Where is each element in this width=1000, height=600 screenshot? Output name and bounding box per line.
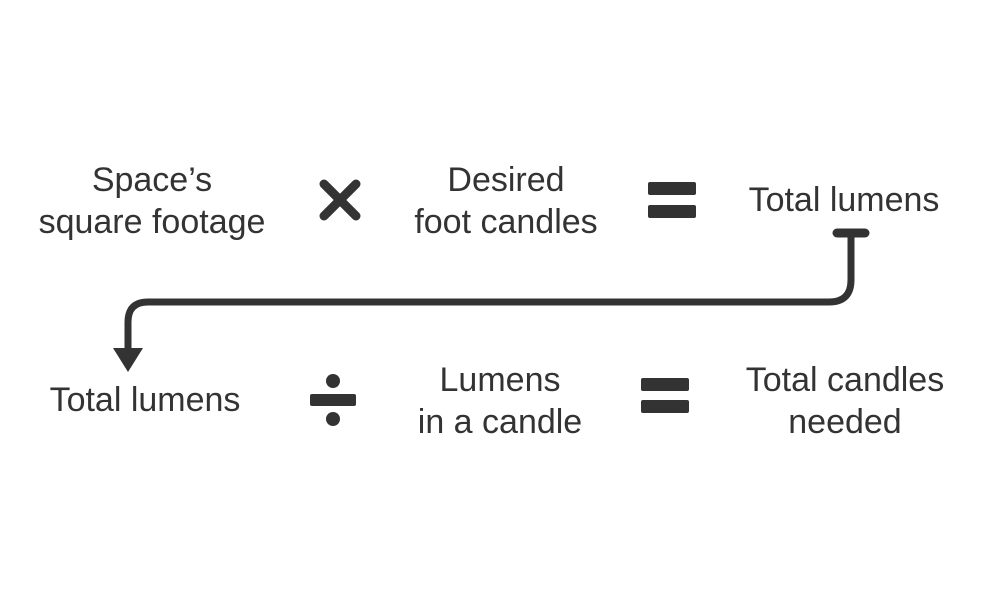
term-line: square footage xyxy=(38,203,266,241)
divide-icon xyxy=(310,374,356,426)
equals-icon-row1 xyxy=(648,182,696,218)
connector-arrow xyxy=(124,228,870,356)
multiply-icon xyxy=(319,179,361,221)
term-line: in a candle xyxy=(417,403,583,441)
term-line: Total lumens xyxy=(748,181,940,219)
term-line: Desired xyxy=(447,161,565,199)
term-line: Space’s xyxy=(91,161,213,199)
term-line: foot candles xyxy=(414,203,598,241)
term-line: Total candles xyxy=(745,361,945,399)
term-line: needed xyxy=(788,403,902,441)
total-lumens-result: Total lumens xyxy=(749,179,940,221)
equals-icon-row2 xyxy=(641,378,689,413)
foot-candles-term: Desired foot candles xyxy=(414,159,597,243)
total-lumens-term: Total lumens xyxy=(50,379,241,421)
total-candles-result: Total candles needed xyxy=(746,359,944,443)
term-line: Total lumens xyxy=(49,381,241,419)
square-footage-term: Space’s square footage xyxy=(39,159,266,243)
term-line: Lumens xyxy=(439,361,561,399)
lumens-per-candle-term: Lumens in a candle xyxy=(418,359,582,443)
arrowhead-icon xyxy=(113,348,143,372)
